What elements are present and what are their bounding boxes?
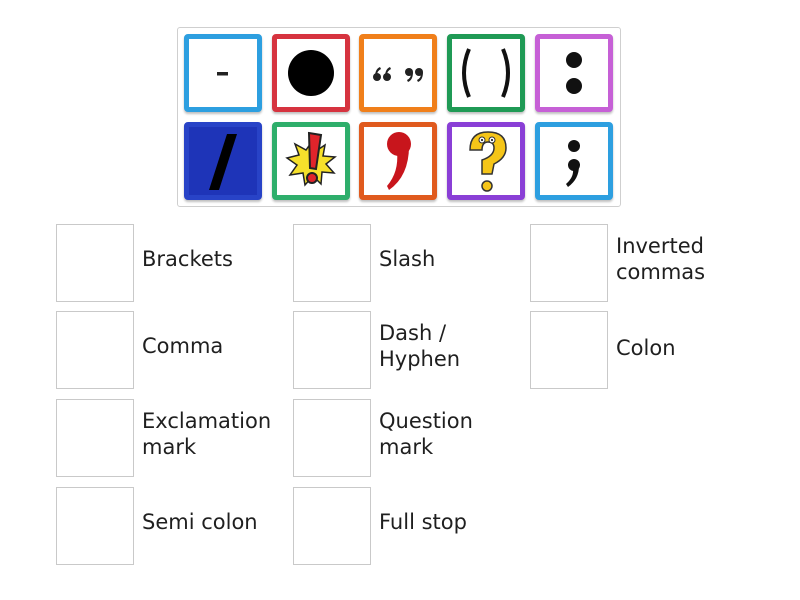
drop-slot-brackets[interactable]	[56, 224, 134, 302]
answer-label-inverted-commas: Inverted commas	[616, 234, 706, 284]
tile-brackets[interactable]	[447, 34, 525, 112]
semi-colon-icon	[566, 140, 580, 187]
answer-label-question-mark: Question mark	[379, 409, 473, 459]
drop-slot-semi-colon[interactable]	[56, 487, 134, 565]
full-stop-icon	[288, 50, 334, 96]
drop-slot-question-mark[interactable]	[293, 399, 371, 477]
tile-question-mark[interactable]	[447, 122, 525, 200]
answer-label-full-stop: Full stop	[379, 510, 467, 534]
tile-exclamation-mark[interactable]	[272, 122, 350, 200]
dash-icon	[217, 72, 228, 76]
question-mark-icon	[469, 131, 507, 192]
answer-label-comma: Comma	[142, 334, 224, 358]
drop-slot-dash-hyphen[interactable]	[293, 311, 371, 389]
answer-label-semi-colon: Semi colon	[142, 510, 258, 534]
brackets-icon	[462, 48, 510, 98]
tile-dash[interactable]	[184, 34, 262, 112]
drop-slot-inverted-commas[interactable]	[530, 224, 608, 302]
tile-slash[interactable]	[184, 122, 262, 200]
colon-icon	[566, 52, 582, 94]
answer-label-colon: Colon	[616, 336, 676, 360]
exclamation-mark-icon	[285, 131, 337, 187]
drop-slot-exclamation-mark[interactable]	[56, 399, 134, 477]
tile-inverted-commas[interactable]	[359, 34, 437, 112]
tile-semi-colon[interactable]	[535, 122, 613, 200]
answer-label-brackets: Brackets	[142, 247, 233, 271]
answer-label-slash: Slash	[379, 247, 436, 271]
inverted-commas-icon	[373, 67, 423, 82]
tile-full-stop[interactable]	[272, 34, 350, 112]
drop-slot-colon[interactable]	[530, 311, 608, 389]
tile-comma[interactable]	[359, 122, 437, 200]
drop-slot-comma[interactable]	[56, 311, 134, 389]
answer-label-exclamation-mark: Exclamation mark	[142, 409, 272, 459]
comma-icon	[387, 132, 411, 190]
answer-label-dash-hyphen: Dash / Hyphen	[379, 321, 461, 371]
slash-icon	[209, 134, 237, 190]
drop-slot-slash[interactable]	[293, 224, 371, 302]
drop-slot-full-stop[interactable]	[293, 487, 371, 565]
tile-colon[interactable]	[535, 34, 613, 112]
